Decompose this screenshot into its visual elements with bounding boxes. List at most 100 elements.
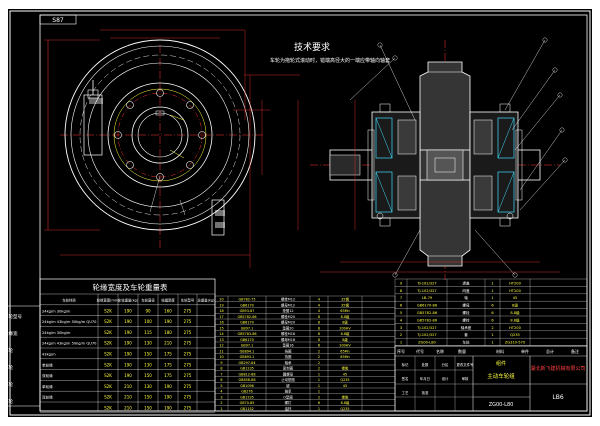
bom-cell: 螺栓M16 <box>281 331 295 336</box>
bom-header-row: 序号代号名称数量材料单件总计备注 <box>397 348 579 354</box>
bom-cell: GB297-84 <box>239 361 256 365</box>
bom-cell: 1 <box>318 372 320 376</box>
bom-cell: 9 <box>400 281 403 285</box>
bom-cell: 6 <box>491 311 494 315</box>
table-cell: 90 <box>145 308 151 313</box>
bom-cell: GB5782-86 <box>237 315 256 319</box>
bom-cell: 轴承 <box>285 389 292 394</box>
bom-cell: 1 <box>220 407 222 411</box>
bom-cell: 1 <box>318 390 320 394</box>
bom-cell: 6 <box>491 318 494 322</box>
table-cell: 275 <box>184 373 192 378</box>
table-side-label: 车轮型号 <box>4 313 22 320</box>
table-cell: 24kg/m 43kg/m 50kg/m QU70 <box>42 320 97 324</box>
bom-cell: 8 <box>318 315 320 319</box>
bom-cell: 18 <box>219 309 223 313</box>
title-label: 更改文件号 <box>457 362 475 367</box>
bom-cell: 45 <box>343 384 347 388</box>
wheel-front-view <box>44 29 270 256</box>
part-balloons <box>377 37 568 278</box>
bom-cell: 4 <box>318 303 320 307</box>
bom-cell: 4 <box>220 390 222 394</box>
bom-cell: 65Mn <box>340 349 349 353</box>
bom-cell: 7 <box>400 296 402 300</box>
table-cell: S2K <box>104 308 112 313</box>
bom-cell: 车轮 <box>462 340 470 345</box>
bom-cell: 止动垫圈 <box>281 377 295 382</box>
table-cell: 双轮缘 <box>42 395 53 400</box>
bom-cell: 6 <box>220 378 222 382</box>
bom-cell: 2 <box>491 326 493 330</box>
bom-cell: 挡圈 <box>285 348 292 353</box>
bom-cell: O型圈 <box>283 394 293 399</box>
bom-cell: 1 <box>491 281 493 285</box>
table-cell: 210 <box>124 384 132 389</box>
table-cell: 275 <box>184 384 192 389</box>
bom-cell: 8.8级 <box>341 400 350 405</box>
table-header: 车轮材质 <box>62 298 76 303</box>
table-cell: 190 <box>164 384 172 389</box>
table-side-label: 车轮 <box>4 398 13 405</box>
bom-cell: 12 <box>219 344 223 348</box>
title-block-labels: 标记处数分区更改文件号签名年月日设计审核工艺批准 <box>402 362 474 395</box>
bom-cell: 2 <box>318 395 320 399</box>
table-cell: 130 <box>144 362 152 367</box>
table-cell: 43kg/m <box>42 353 56 357</box>
bom-cell: 垫圈20 <box>282 325 293 330</box>
tech-requirements-note: 车轮为拖轮式滚动时，错端高径大的一端应带轴向轴套 <box>270 57 390 64</box>
bom-cell: Q235 <box>340 407 349 411</box>
bom-cell: 键 <box>286 383 290 388</box>
table-cell: 24kg/m 43kg/m 50kg/m QU70 <box>42 342 97 346</box>
bom-cell: 8.8级 <box>341 314 350 319</box>
part-title: 主动车轮组 <box>487 372 515 380</box>
title-block <box>394 345 588 412</box>
table-cell: 190 <box>164 319 172 324</box>
bom-cell: GB97.1 <box>241 326 254 330</box>
tech-requirements-title: 技术要求 <box>294 41 330 53</box>
table-cell: 24kg/m 30kg/m <box>42 331 71 335</box>
table-cell: 180 <box>164 330 172 335</box>
bom-cell: LB-79 <box>422 296 433 300</box>
table-cell: S2K <box>104 373 112 378</box>
bom-cell: 垫圈16 <box>282 343 293 348</box>
bom-cell: 10 <box>219 355 223 359</box>
bom-header-cell: 数量 <box>458 348 466 354</box>
table-title: 轮缘宽度及车轮重量表 <box>93 282 168 292</box>
table-cell: 275 <box>184 406 192 411</box>
title-label: 处数 <box>422 362 429 367</box>
bom-cell: 8级 <box>342 320 348 325</box>
title-label: 审核 <box>462 376 469 381</box>
table-cell: S2K <box>104 395 112 400</box>
bom-cell: 5 <box>400 311 402 315</box>
bom-cell: 轴承 <box>285 360 292 365</box>
bom-cell: GB1235 <box>240 367 254 371</box>
table-header: 轮辐厚度 <box>161 298 175 303</box>
bom-cell: 圆螺母 <box>283 371 294 376</box>
bom-cell: 3 <box>220 395 222 399</box>
table-cell: 275 <box>184 319 192 324</box>
bom-cell: 4 <box>318 298 320 302</box>
table-header: 总重量(kg) <box>198 298 216 303</box>
table-cell: S2K <box>104 406 112 411</box>
bom-cell: 轴 <box>464 295 468 300</box>
table-cell: 150 <box>144 373 152 378</box>
table-cell: 175 <box>164 362 172 367</box>
table-cell: 150 <box>144 395 152 400</box>
outer-border <box>9 10 591 416</box>
bom-cell: 8 <box>318 326 320 330</box>
title-label: 分区 <box>442 362 449 367</box>
bom-cell: 8 <box>318 321 320 325</box>
table-cell: 275 <box>184 308 192 313</box>
bom-cell: 1 <box>491 296 493 300</box>
bom-cell: 2 <box>318 355 320 359</box>
table-cell: 115 <box>144 330 152 335</box>
bom-cell: GB97.1 <box>241 344 254 348</box>
bom-cell: TJ-102/327 <box>416 281 436 285</box>
bom-cell: 16 <box>219 321 223 325</box>
drawing-number: ZG00-L80 <box>489 402 514 408</box>
table-cell: S2K <box>104 352 112 357</box>
